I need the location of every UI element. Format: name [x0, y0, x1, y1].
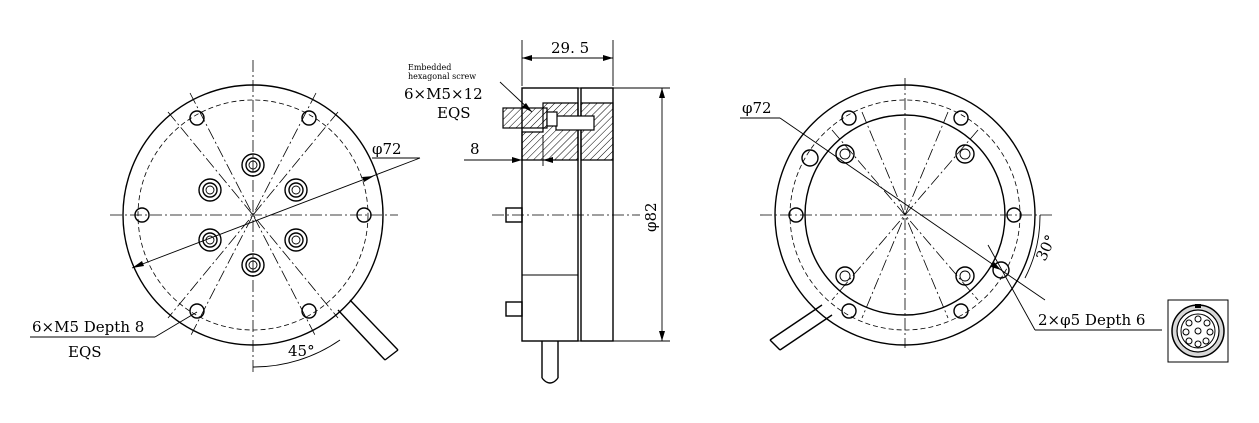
mounting-hole [189, 303, 205, 319]
side-pin-bottom [505, 301, 523, 317]
threaded-hole [835, 266, 855, 286]
side-diameter-label: φ82 [642, 202, 660, 232]
side-width-label: 29. 5 [551, 39, 589, 57]
screw-caption-1: Embedded [408, 63, 451, 72]
threaded-hole [835, 144, 855, 164]
screw-eqs: EQS [437, 104, 471, 122]
mounting-hole [953, 110, 969, 126]
mounting-hole [841, 303, 857, 319]
side-cable [541, 341, 559, 384]
screw-label: 6×M5×12 [404, 85, 483, 103]
front-holes-eqs: EQS [68, 343, 102, 361]
threaded-hole [241, 153, 265, 177]
mounting-hole [841, 110, 857, 126]
threaded-hole [284, 178, 308, 202]
screw-caption-2: hexagonal screw [408, 72, 476, 81]
mounting-hole [189, 110, 205, 126]
back-view: φ72 30° 2×φ5 Depth 6 [740, 78, 1162, 351]
side-depth-label: 8 [470, 140, 480, 158]
embedded-screw [502, 107, 548, 129]
back-pin-label: 2×φ5 Depth 6 [1038, 311, 1145, 329]
side-body-right [580, 87, 614, 342]
front-holes-label: 6×M5 Depth 8 [32, 318, 144, 336]
threaded-hole [955, 266, 975, 286]
mounting-hole [356, 207, 372, 223]
threaded-hole [955, 144, 975, 164]
back-diameter-label: φ72 [742, 99, 772, 117]
front-angle-arc [252, 339, 341, 368]
mounting-hole [301, 303, 317, 319]
mounting-hole [1006, 207, 1022, 223]
threaded-hole [241, 253, 265, 277]
back-angle-arc [1024, 214, 1041, 279]
back-cable [769, 304, 833, 351]
threaded-hole [198, 228, 222, 252]
front-diameter-leader [131, 157, 421, 269]
mounting-hole [953, 303, 969, 319]
threaded-hole [284, 228, 308, 252]
mounting-hole [301, 110, 317, 126]
threaded-hole [198, 178, 222, 202]
side-view: 29. 5 Embedded hexagonal screw 6×M5×12 E… [404, 39, 670, 384]
front-cable [337, 299, 399, 361]
front-angle-label: 45° [288, 342, 315, 360]
circular-connector-icon [1167, 299, 1229, 363]
front-diameter-label: φ72 [372, 140, 402, 158]
back-angle-label: 30° [1032, 232, 1060, 264]
back-diameter-leader [779, 117, 1002, 271]
mounting-hole [134, 207, 150, 223]
pin-hole [992, 261, 1010, 279]
front-view: φ72 6×M5 Depth 8 EQS 45° [30, 60, 421, 372]
pin-hole [801, 149, 819, 167]
mounting-hole [788, 207, 804, 223]
